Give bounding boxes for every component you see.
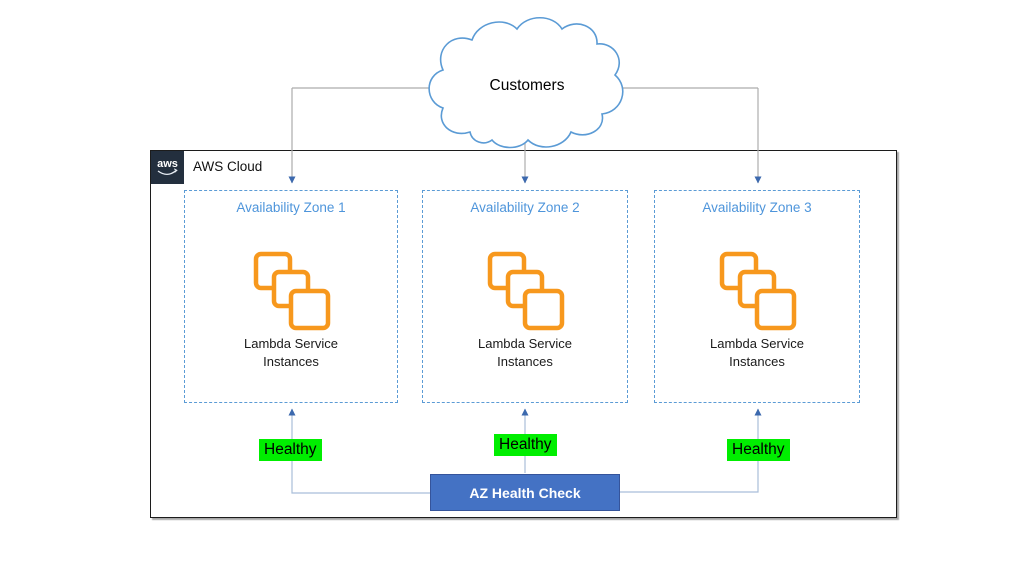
lambda-instances-icon <box>487 251 565 331</box>
lambda-instances-label: Lambda Service Instances <box>478 336 572 370</box>
availability-zone-2-box: Availability Zone 2 Lambda Service Insta… <box>422 190 628 403</box>
availability-zone-3-box: Availability Zone 3 Lambda Service Insta… <box>654 190 860 403</box>
healthy-badge-az2: Healthy <box>494 434 557 456</box>
aws-logo-text: aws <box>157 158 178 170</box>
availability-zone-1-box: Availability Zone 1 Lambda Service Insta… <box>184 190 398 403</box>
lambda-instances-icon <box>719 251 797 331</box>
healthy-badge-az3: Healthy <box>727 439 790 461</box>
customers-label: Customers <box>489 77 565 94</box>
aws-logo-icon: aws <box>151 151 184 184</box>
lambda-instances-label: Lambda Service Instances <box>244 336 338 370</box>
availability-zone-1-title: Availability Zone 1 <box>236 200 346 215</box>
lambda-instances-icon <box>253 251 331 331</box>
aws-cloud-label: AWS Cloud <box>193 159 263 174</box>
healthy-badge-az1: Healthy <box>259 439 322 461</box>
availability-zone-3-title: Availability Zone 3 <box>702 200 812 215</box>
lambda-instances-label: Lambda Service Instances <box>710 336 804 370</box>
az-health-check-label: AZ Health Check <box>469 484 581 501</box>
availability-zone-2-title: Availability Zone 2 <box>470 200 580 215</box>
az-health-check-box: AZ Health Check <box>430 474 620 511</box>
